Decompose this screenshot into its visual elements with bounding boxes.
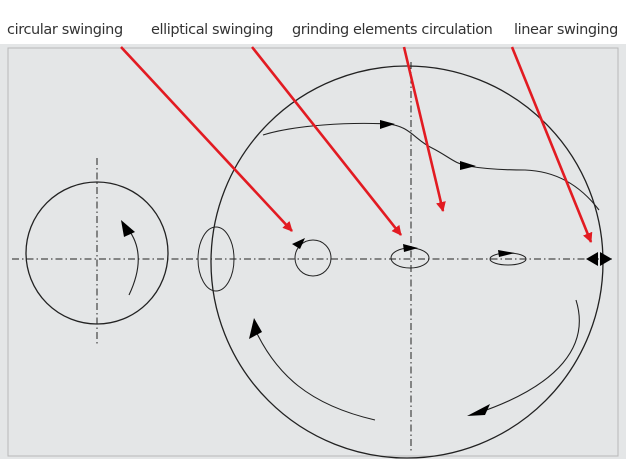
flattened-swing-arrowhead bbox=[498, 250, 515, 257]
diagram-panel-background bbox=[0, 44, 626, 459]
top-path-arrowhead-2 bbox=[460, 161, 476, 170]
label-elliptical-swinging: elliptical swinging bbox=[151, 22, 274, 38]
left-swing-circle bbox=[25, 181, 169, 325]
label-circular-swinging: circular swinging bbox=[7, 22, 123, 38]
right-arc-arrowhead bbox=[467, 404, 490, 416]
circular-swing-arrowhead bbox=[292, 238, 305, 249]
grinding-elements-circulation-pointer bbox=[402, 46, 446, 212]
linear-swinging-pointer bbox=[510, 46, 593, 243]
circular-swing-path bbox=[294, 239, 332, 277]
left-circle-arrowhead bbox=[121, 220, 135, 237]
label-linear-swinging: linear swinging bbox=[514, 22, 618, 38]
elliptical-swinging-pointer bbox=[250, 46, 403, 236]
label-row: circular swinging elliptical swinging gr… bbox=[0, 22, 626, 42]
diagram-panel-border bbox=[7, 47, 619, 457]
label-grinding-elements-circulation: grinding elements circulation bbox=[292, 22, 493, 38]
edge-ellipse bbox=[197, 226, 235, 292]
circulation-path-top bbox=[262, 122, 600, 211]
circulation-path-right bbox=[477, 299, 580, 414]
circulation-path-left bbox=[252, 324, 376, 421]
linear-swing-arrow-left bbox=[586, 252, 598, 266]
linear-swing-arrow-right bbox=[600, 252, 612, 266]
left-circle-motion-arc bbox=[127, 228, 139, 296]
elliptical-swing-arrowhead bbox=[403, 244, 418, 252]
left-arc-arrowhead bbox=[249, 318, 262, 339]
top-path-arrowhead-1 bbox=[380, 120, 395, 129]
circular-swinging-pointer bbox=[120, 46, 293, 232]
